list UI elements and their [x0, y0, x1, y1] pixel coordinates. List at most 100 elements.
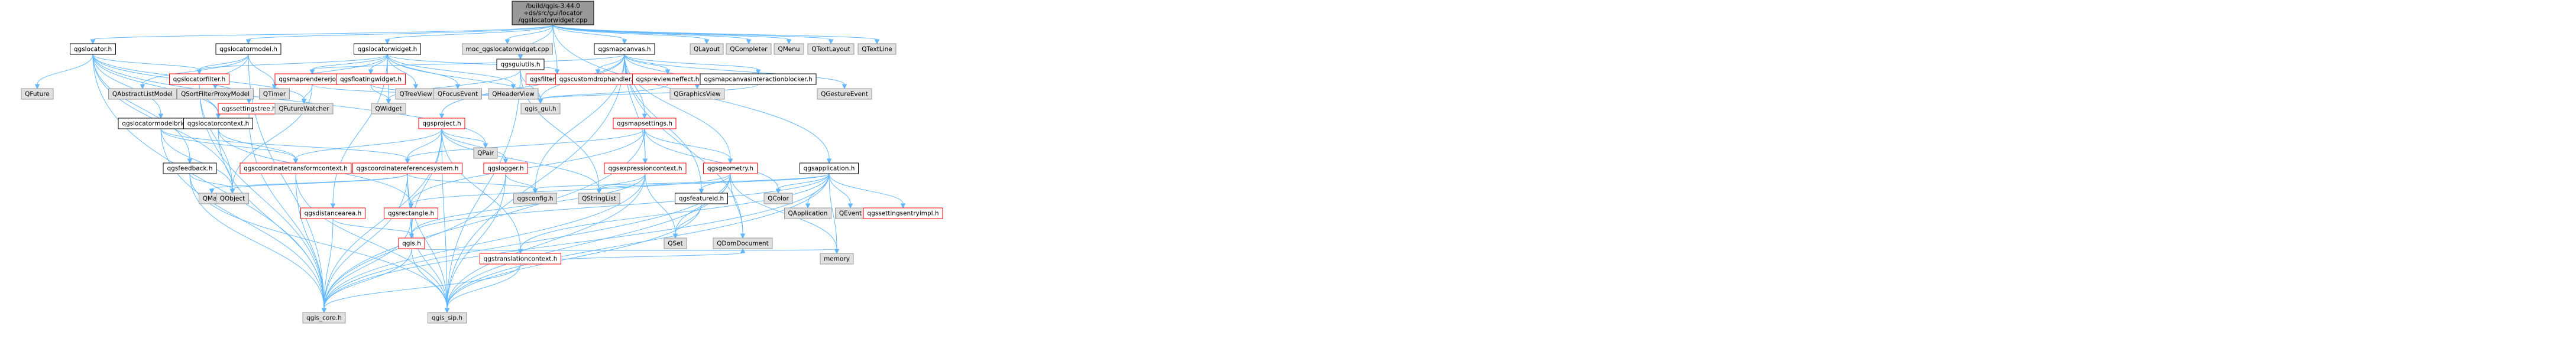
- edge-qgslocatorcontext-h-to-qgis-core-h: [218, 128, 327, 314]
- edge-qgsmapsettings-h-to-qgsexpressioncontext-h: [642, 128, 648, 164]
- node-qgis-h[interactable]: qgis.h: [398, 237, 425, 249]
- node-QSortFilterProxyModel[interactable]: QSortFilterProxyModel: [177, 88, 254, 100]
- node-qgslogger-h[interactable]: qgslogger.h: [483, 162, 528, 174]
- node-qgsmapsettings-h[interactable]: qgsmapsettings.h: [613, 118, 677, 129]
- node-label: qgspreviewneffect.h: [636, 76, 700, 83]
- edge-root-to-qgslocatormodel-h: [245, 24, 554, 45]
- edge-qgsapplication-h-to-QStringList: [596, 173, 830, 194]
- node-label: QDomDocument: [717, 240, 768, 247]
- node-memory[interactable]: memory: [820, 253, 854, 265]
- edge-qgslocator-h-to-qgslocatormodelbridge-h: [92, 54, 164, 119]
- node-QAbstractListModel[interactable]: QAbstractListModel: [108, 88, 177, 100]
- node-qgsguiutils-h[interactable]: qgsguiutils.h: [496, 58, 545, 70]
- node-label: QWidget: [375, 106, 402, 113]
- node-qgsgeometry-h[interactable]: qgsgeometry.h: [703, 162, 758, 174]
- node-QLayout[interactable]: QLayout: [690, 43, 724, 55]
- edge-qgis-h-to-qgis-core-h: [321, 248, 412, 314]
- node-qgspreviewneffect-h[interactable]: qgspreviewneffect.h: [632, 73, 703, 85]
- node-QGestureEvent[interactable]: QGestureEvent: [817, 88, 872, 100]
- node-qgsexpressioncontext-h[interactable]: qgsexpressioncontext.h: [604, 162, 687, 174]
- node-qgslocatorcontext-h[interactable]: qgslocatorcontext.h: [183, 118, 253, 129]
- node-qgslocatorfilter-h[interactable]: qgslocatorfilter.h: [169, 73, 229, 85]
- node-qgis-gui-h[interactable]: qgis_gui.h: [520, 103, 561, 115]
- node-qgsrectangle-h[interactable]: qgsrectangle.h: [384, 207, 438, 219]
- node-qgis-sip-h[interactable]: qgis_sip.h: [428, 312, 467, 324]
- node-QWidget[interactable]: QWidget: [371, 103, 406, 115]
- node-qgslocator-h[interactable]: qgslocator.h: [70, 43, 116, 55]
- edge-qgsapplication-h-to-qgsconfig-h: [532, 173, 830, 194]
- edge-qgslocatormodelbridge-h-to-qgscoordinatereferencesystem-h: [160, 128, 410, 164]
- node-QStringList[interactable]: QStringList: [578, 193, 620, 204]
- node-label: qgsguiutils.h: [500, 61, 540, 69]
- node-moc-qgslocatorwidget-cpp[interactable]: moc_qgslocatorwidget.cpp: [462, 43, 553, 55]
- node-label: qgscustomdrophandler.h: [559, 76, 636, 83]
- node-QMenu[interactable]: QMenu: [774, 43, 804, 55]
- node-qgssettingstree-h[interactable]: qgssettingstree.h: [218, 103, 280, 115]
- node-QCompleter[interactable]: QCompleter: [726, 43, 772, 55]
- node-qgscoordinatereferencesystem-h[interactable]: qgscoordinatereferencesystem.h: [352, 162, 462, 174]
- node-QTextLine[interactable]: QTextLine: [857, 43, 897, 55]
- node-label: memory: [824, 256, 850, 263]
- node-QEvent[interactable]: QEvent: [835, 207, 866, 219]
- edge-qgslocatorwidget-h-to-qgsfloatingwidget-h: [368, 54, 388, 75]
- node-qgsfeedback-h[interactable]: qgsfeedback.h: [163, 162, 217, 174]
- node-QFocusEvent[interactable]: QFocusEvent: [433, 88, 482, 100]
- node-QDomDocument[interactable]: QDomDocument: [713, 237, 773, 249]
- edge-qgslocatormodel-h-to-QTimer: [248, 54, 277, 90]
- node-qgsconfig-h[interactable]: qgsconfig.h: [513, 193, 557, 204]
- node-QColor[interactable]: QColor: [763, 193, 793, 204]
- node-label: qgssettingstree.h: [222, 106, 276, 113]
- node-qgslocatorwidget-h[interactable]: qgslocatorwidget.h: [354, 43, 421, 55]
- node-qgsfloatingwidget-h[interactable]: qgsfloatingwidget.h: [336, 73, 406, 85]
- edge-root-to-qgslocatorwidget-h: [384, 24, 554, 45]
- edge-qgsmaprendererjob-h-to-QFutureWatcher: [301, 84, 313, 105]
- node-qgsapplication-h[interactable]: qgsapplication.h: [800, 162, 859, 174]
- node-label: QApplication: [788, 210, 828, 217]
- node-label: qgsmapcanvas.h: [598, 46, 651, 53]
- edge-qgis-h-to-memory: [411, 248, 840, 255]
- node-label: qgis.h: [402, 240, 421, 247]
- edge-qgsmapcanvas-h-to-qgsmaprendererjob-h: [309, 54, 625, 75]
- node-QTreeView[interactable]: QTreeView: [395, 88, 436, 100]
- node-label: QObject: [220, 196, 245, 203]
- node-qgslocatormodel-h[interactable]: qgslocatormodel.h: [215, 43, 281, 55]
- edge-qgsproject-h-to-QPair: [441, 128, 488, 149]
- node-label: +ds/src/gui/locator: [523, 10, 582, 17]
- node-QFutureWatcher[interactable]: QFutureWatcher: [274, 103, 334, 115]
- node-label: QLayout: [694, 46, 720, 53]
- node-qgsfeatureid-h[interactable]: qgsfeatureid.h: [675, 193, 728, 204]
- node-QHeaderView[interactable]: QHeaderView: [488, 88, 539, 100]
- node-qgscustomdrophandler-h[interactable]: qgscustomdrophandler.h: [555, 73, 640, 85]
- node-QGraphicsView[interactable]: QGraphicsView: [669, 88, 725, 100]
- node-label: qgslocatorfilter.h: [173, 76, 226, 83]
- edge-qgslocator-h-to-qgsfeedback-h: [92, 54, 193, 164]
- node-QTimer[interactable]: QTimer: [259, 88, 290, 100]
- node-QFuture[interactable]: QFuture: [21, 88, 54, 100]
- node-QPair[interactable]: QPair: [473, 147, 498, 159]
- node-label: qgsrectangle.h: [388, 210, 434, 217]
- node-qgsdistancearea-h[interactable]: qgsdistancearea.h: [300, 207, 365, 219]
- node-QObject[interactable]: QObject: [216, 193, 249, 204]
- node-qgscoordinatetransformcontext-h[interactable]: qgscoordinatetransformcontext.h: [240, 162, 352, 174]
- node-qgsmaprendererjob-h[interactable]: qgsmaprendererjob.h: [274, 73, 350, 85]
- node-label: QTextLine: [862, 46, 892, 53]
- node-label: qgsfeatureid.h: [679, 196, 724, 203]
- node-label: QCompleter: [730, 46, 768, 53]
- node-qgstranslationcontext-h[interactable]: qgstranslationcontext.h: [480, 253, 561, 265]
- edge-qgsapplication-h-to-qgssettingsentryimpl-h: [829, 173, 906, 209]
- node-qgsmapcanvas-h[interactable]: qgsmapcanvas.h: [594, 43, 655, 55]
- node-label: qgsmapsettings.h: [617, 120, 672, 128]
- node-label: qgsdistancearea.h: [305, 210, 362, 217]
- edge-root-to-QMenu: [552, 24, 792, 45]
- node-qgsproject-h[interactable]: qgsproject.h: [418, 118, 465, 129]
- node-label: qgsfloatingwidget.h: [340, 76, 402, 83]
- node-qgslocatormodelbridge-h[interactable]: qgslocatormodelbridge.h: [118, 118, 204, 129]
- node-qgis-core-h[interactable]: qgis_core.h: [302, 312, 346, 324]
- node-QTextLayout[interactable]: QTextLayout: [807, 43, 855, 55]
- node-qgssettingsentryimpl-h[interactable]: qgssettingsentryimpl.h: [863, 207, 943, 219]
- node-QSet[interactable]: QSet: [664, 237, 687, 249]
- node-QApplication[interactable]: QApplication: [784, 207, 831, 219]
- node-qgsmapcanvasinteractionblocker-h[interactable]: qgsmapcanvasinteractionblocker.h: [700, 73, 817, 85]
- edge-qgslocatormodel-h-to-qgslocatorfilter-h: [196, 54, 249, 75]
